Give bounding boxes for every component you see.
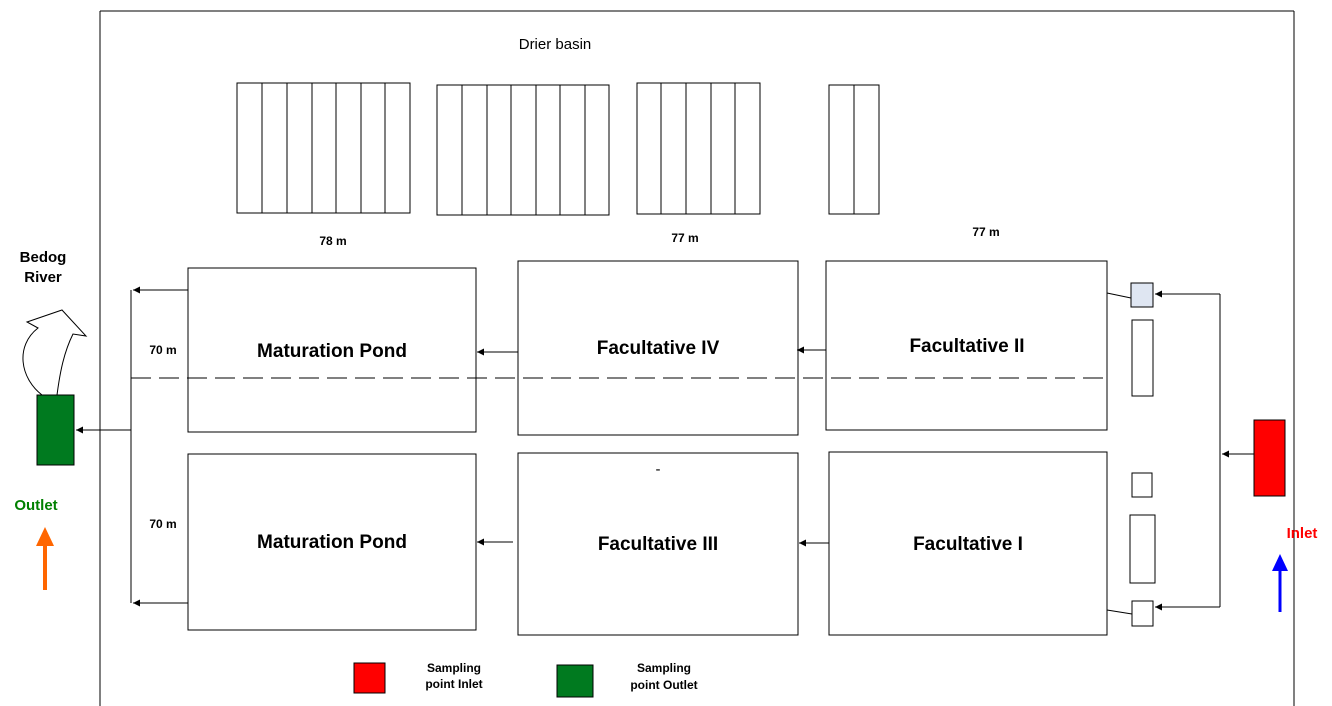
pond-facultative-iii: Facultative III - [517,452,799,636]
distribution-box-small [1131,472,1153,498]
legend-outlet-label-line1: Sampling [637,661,691,675]
pond-maturation-top: Maturation Pond [187,267,477,433]
legend: Sampling point Inlet Sampling point Outl… [353,661,698,698]
outlet-label: Outlet [14,497,57,514]
sampling-point-outlet-marker [36,394,75,466]
legend-inlet-label-line1: Sampling [427,661,481,675]
drier-basin-group-4 [828,84,880,215]
inlet-label: Inlet [1287,525,1318,542]
inlet-box-bottom [1131,600,1154,627]
drier-basin-group-1 [236,82,411,214]
river-label-line2: River [24,269,62,286]
distribution-box-lower [1129,514,1156,584]
drier-basin-label: Drier basin [519,36,592,53]
pond-facultative-i: Facultative I [828,451,1108,636]
drier-basin-group-3 [636,82,761,215]
height-label-70m-top: 70 m [149,343,176,357]
inlet-box-top [1130,282,1154,308]
river-discharge-arrow-icon [22,309,88,396]
distribution-box-upper [1131,319,1154,397]
height-label-70m-bottom: 70 m [149,517,176,531]
width-label-78m: 78 m [319,234,346,248]
sampling-point-inlet-marker [1253,419,1286,497]
pond-facultative-iv: Facultative IV [517,260,799,436]
river-label-line1: Bedog [20,249,67,266]
pond-label-maturation-bottom: Maturation Pond [257,532,407,553]
pond-facultative-ii: Facultative II [825,260,1108,431]
pond-label-maturation-top: Maturation Pond [257,341,407,362]
dash-mark: - [656,461,661,478]
pond-label-facultative-ii: Facultative II [909,336,1024,357]
inlet-flow-arrow-icon [1272,554,1288,612]
drier-basin-group-2 [436,84,610,216]
pond-label-facultative-iv: Facultative IV [597,338,720,359]
width-label-77m-right: 77 m [972,225,999,239]
width-label-77m-mid: 77 m [671,231,698,245]
outlet-flow-arrow-icon [36,527,54,590]
outlet-collector-piping [76,286,188,607]
pond-maturation-bottom: Maturation Pond [187,453,477,631]
pond-label-facultative-i: Facultative I [913,534,1023,555]
flow-arrows [477,346,829,547]
legend-inlet-label-line2: point Inlet [425,677,482,691]
legend-inlet-swatch [353,662,386,694]
legend-outlet-swatch [556,664,594,698]
legend-outlet-label-line2: point Outlet [630,678,697,692]
pond-label-facultative-iii: Facultative III [598,534,718,555]
